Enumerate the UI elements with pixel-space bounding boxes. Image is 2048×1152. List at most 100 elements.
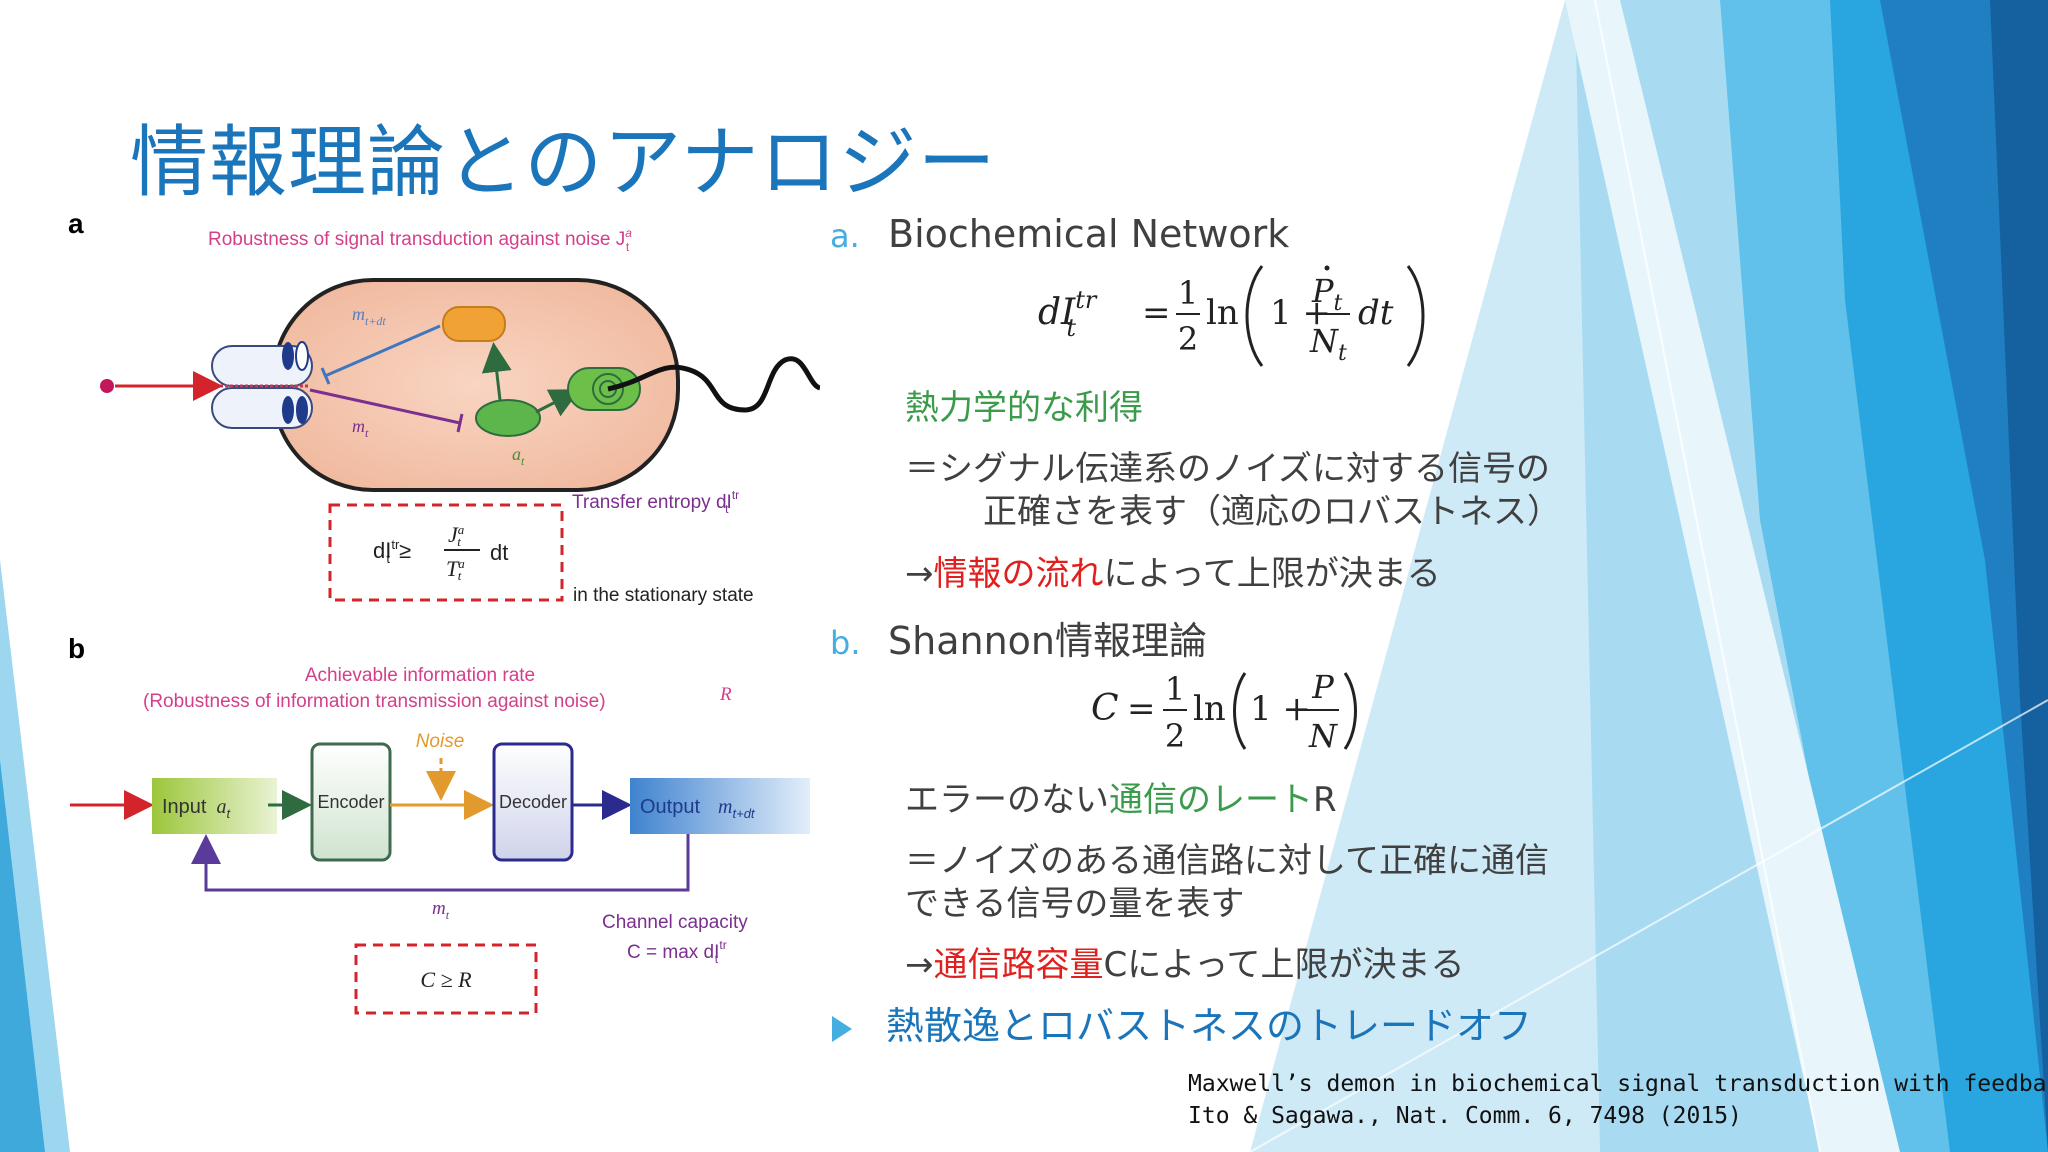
- cap-limit-red: 通信路容量: [933, 945, 1104, 985]
- rate-line: エラーのない通信のレートR: [905, 772, 1337, 821]
- section-a-marker: a.: [830, 217, 860, 255]
- decoder-box: [492, 742, 574, 862]
- section-b-title: Shannon情報理論: [888, 619, 1207, 663]
- cap-limit: →通信路容量Cによって上限が決まる: [905, 937, 1465, 986]
- thermo-limit-rest: によって上限が決まる: [1103, 554, 1441, 594]
- fa-paren-left: [1245, 265, 1264, 367]
- input-box: [152, 778, 277, 834]
- thermo-limit: →情報の流れによって上限が決まる: [905, 546, 1441, 595]
- fb-frac-num: P: [1311, 668, 1334, 706]
- methyl-site-4: [296, 396, 308, 424]
- rate-line-prefix: エラーのない: [905, 780, 1109, 820]
- thermo-desc-1: ＝シグナル伝達系のノイズに対する信号の: [905, 449, 1550, 489]
- fa-dot: [1324, 265, 1330, 271]
- formula-a-dt: dt: [490, 540, 508, 565]
- fb-half-den: 2: [1165, 717, 1185, 755]
- rate-desc-1: ＝ノイズのある通信路に対して正確に通信: [905, 841, 1549, 881]
- panel-a-label: a: [68, 210, 84, 239]
- bg-thin-line-2: [1249, 699, 2048, 1152]
- cap-limit-arrow: →: [905, 945, 934, 985]
- rate-line-green: 通信のレート: [1109, 780, 1313, 820]
- fb-half-num: 1: [1165, 670, 1185, 708]
- noise-label: Noise: [416, 731, 465, 752]
- section-b-heading: b. Shannon情報理論: [830, 610, 1207, 665]
- motor: [567, 367, 641, 411]
- fa-frac-num: Pt: [1311, 272, 1343, 316]
- bullet-tradeoff: 熱散逸とロバストネスのトレードオフ: [832, 995, 1532, 1050]
- fb-one-plus: 1 +: [1250, 689, 1311, 729]
- bg-right-white-sliver: [1565, 0, 1900, 1152]
- bullet-triangle-icon: [832, 1015, 852, 1042]
- rate-line-2: (Robustness of information transmission …: [143, 691, 606, 712]
- panel-a-heading: Robustness of signal transduction agains…: [208, 226, 632, 254]
- section-b-marker: b.: [830, 624, 861, 662]
- rate-symbol: R: [719, 684, 732, 705]
- decoder-label: Decoder: [499, 792, 567, 812]
- slide-title: 情報理論とのアナロジー: [130, 118, 997, 208]
- reference: Maxwell’s demon in biochemical signal tr…: [1188, 1068, 2048, 1132]
- a-label: at: [512, 444, 525, 468]
- fa-half-num: 1: [1178, 274, 1198, 312]
- bg-right-darkest: [1990, 0, 2048, 1152]
- output-box: [630, 778, 810, 834]
- inhibit-top-line: [324, 324, 441, 378]
- rate-desc-2: できる信号の量を表す: [905, 884, 1245, 924]
- fb-eq: =: [1127, 689, 1156, 729]
- figure-panels: a Robustness of signal transduction agai…: [68, 210, 820, 1015]
- formula-b: C ≥ R: [420, 967, 472, 992]
- methyl-site-1: [282, 342, 294, 370]
- bg-thin-line-1: [1594, 0, 1821, 1152]
- bullet-tradeoff-text: 熱散逸とロバストネスのトレードオフ: [886, 1004, 1533, 1048]
- feedback-label: mt: [432, 898, 450, 922]
- rate-line-1: Achievable information rate: [305, 665, 535, 686]
- inhibit-top-bar: [320, 367, 331, 385]
- reference-line-1: Maxwell’s demon in biochemical signal tr…: [1188, 1071, 2048, 1097]
- ligand-dot: [100, 379, 114, 393]
- thermo-gain: 熱力学的な利得: [905, 388, 1143, 428]
- encoder-label: Encoder: [317, 792, 384, 812]
- reference-line-2: Ito & Sagawa., Nat. Comm. 6, 7498 (2015): [1188, 1103, 1742, 1129]
- cheb-enzyme: [442, 306, 506, 342]
- m-top-label: mt+dt: [352, 304, 386, 328]
- fb-frac-den: N: [1308, 717, 1338, 755]
- thermo-limit-red: 情報の流れ: [933, 554, 1104, 594]
- bg-left-wedge-dark: [0, 760, 45, 1152]
- inhibit-bottom-line: [309, 388, 461, 425]
- chey-node: [475, 399, 541, 437]
- formula-box-a: [328, 503, 564, 602]
- panel-b-label: b: [68, 633, 85, 664]
- fa-half-den: 2: [1178, 320, 1198, 358]
- methyl-site-3: [282, 396, 294, 424]
- inhibit-bottom-bar: [456, 413, 464, 433]
- activate-up-arrow: [481, 342, 512, 401]
- section-a-title: Biochemical Network: [888, 212, 1290, 256]
- flagellum: [607, 356, 820, 413]
- fb-lhs: C: [1091, 688, 1119, 729]
- fa-paren-right: [1406, 265, 1425, 367]
- fb-paren-right: [1343, 672, 1357, 750]
- thermo-limit-arrow: →: [905, 554, 934, 594]
- m-bottom-label: mt: [352, 416, 369, 440]
- channel-capacity-label: Channel capacity: [602, 912, 748, 933]
- feedback-loop: [191, 834, 690, 892]
- formula-box-b: [354, 943, 538, 1015]
- fa-dt: dt: [1358, 293, 1394, 333]
- motor-ring-outer: [592, 373, 624, 405]
- formula-shannon: C = 1 2 ln 1 + P N: [1091, 668, 1357, 755]
- cap-limit-rest: Cによって上限が決まる: [1103, 945, 1465, 985]
- fa-ln: ln: [1206, 293, 1239, 333]
- fb-paren-left: [1233, 672, 1247, 750]
- methyl-site-2: [295, 341, 309, 371]
- fa-eq: =: [1142, 293, 1171, 333]
- encoder-box: [310, 742, 392, 862]
